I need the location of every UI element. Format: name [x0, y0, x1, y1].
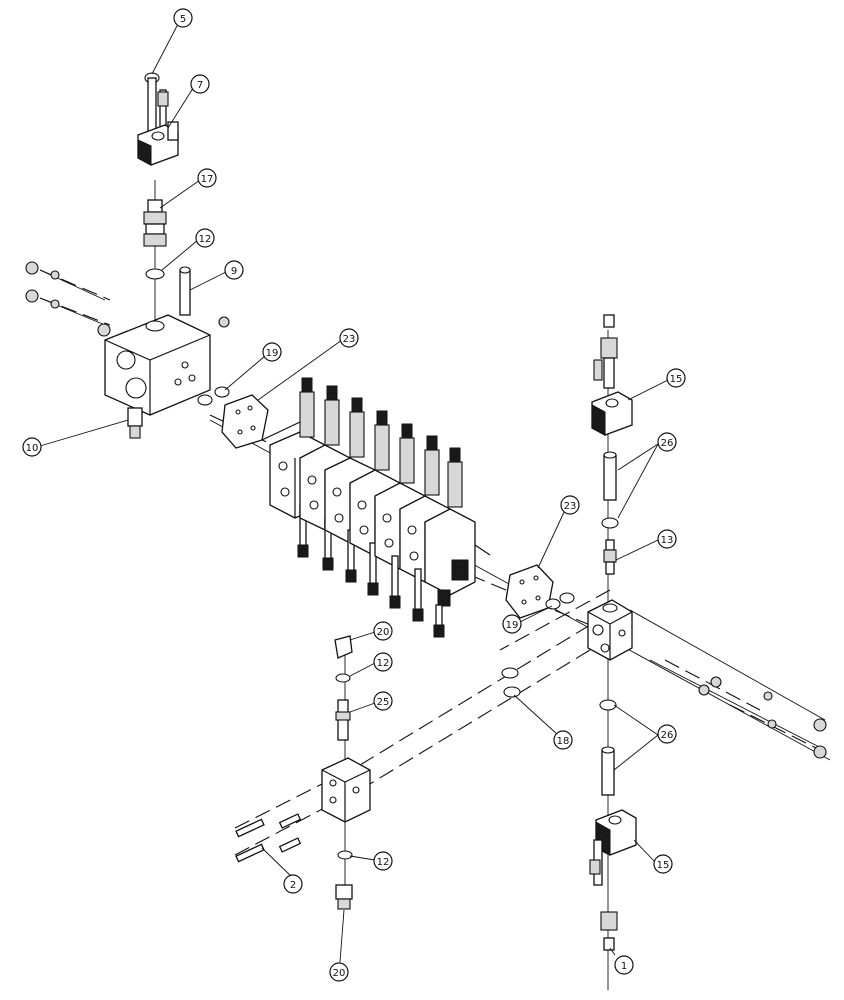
callout-label: 26: [661, 438, 674, 449]
callout-label: 20: [377, 627, 390, 638]
right-stem-26-upper: [601, 451, 619, 529]
callout-18: 18: [553, 730, 573, 750]
callout-label: 19: [506, 620, 519, 631]
left-fasteners: [25, 261, 230, 337]
callout-label: 5: [180, 14, 186, 25]
callout-label: 12: [377, 658, 390, 669]
right-solenoid-bottom: [589, 809, 637, 951]
callout-20-top: 20: [373, 621, 393, 641]
callout-label: 23: [564, 501, 577, 512]
right-fasteners: [501, 667, 827, 759]
callout-23-left: 23: [339, 328, 359, 348]
callout-7: 7: [190, 74, 210, 94]
callout-label: 9: [231, 266, 237, 277]
callout-label: 19: [266, 348, 279, 359]
callout-12-top: 12: [195, 228, 215, 248]
top-solenoid-assembly: [137, 72, 179, 166]
right-manifold-block: [587, 599, 633, 661]
callout-label: 20: [333, 968, 346, 979]
callout-label: 15: [670, 374, 683, 385]
callout-label: 18: [557, 736, 570, 747]
left-seals: [197, 386, 269, 449]
lower-plug-20: [335, 850, 353, 910]
lower-manifold-block: [321, 757, 371, 823]
callout-label: 7: [197, 80, 203, 91]
right-solenoid-top: [591, 314, 633, 436]
callout-label: 25: [377, 697, 390, 708]
callout-17: 17: [197, 168, 217, 188]
callout-9: 9: [224, 260, 244, 280]
left-manifold-block: [104, 314, 211, 439]
callout-1: 1: [614, 955, 634, 975]
callout-10: 10: [22, 437, 42, 457]
o-ring-12-top: [145, 268, 165, 280]
callout-26-bottom: 26: [657, 724, 677, 744]
callout-15-top: 15: [666, 368, 686, 388]
callout-12-mid: 12: [373, 652, 393, 672]
callout-19-right: 19: [502, 614, 522, 634]
callout-20-bottom: 20: [329, 962, 349, 982]
plug-9: [179, 266, 191, 316]
right-seals: [505, 564, 575, 619]
callout-label: 12: [199, 234, 212, 245]
callout-label: 13: [661, 535, 674, 546]
callout-26-top: 26: [657, 432, 677, 452]
callout-label: 15: [657, 860, 670, 871]
callout-label: 12: [377, 857, 390, 868]
callout-label: 23: [343, 334, 356, 345]
callout-label: 17: [201, 174, 214, 185]
callout-5: 5: [173, 8, 193, 28]
lower-fittings: [334, 635, 353, 741]
bolts-2: [235, 813, 302, 863]
valve-end-section: [424, 447, 476, 638]
callout-2: 2: [283, 874, 303, 894]
callout-15-bottom: 15: [653, 854, 673, 874]
callout-label: 1: [621, 961, 627, 972]
callout-25: 25: [373, 691, 393, 711]
leader-lines: [39, 23, 669, 963]
callout-19-left: 19: [262, 342, 282, 362]
callout-12-bottom: 12: [373, 851, 393, 871]
cartridge-valve-17: [143, 199, 167, 247]
callout-13: 13: [657, 529, 677, 549]
callout-label: 10: [26, 443, 39, 454]
callout-label: 26: [661, 730, 674, 741]
callout-23-right: 23: [560, 495, 580, 515]
right-stem-26-lower: [599, 699, 617, 796]
callout-label: 2: [290, 880, 296, 891]
cartridge-13: [603, 539, 617, 575]
valve-stack: [261, 377, 491, 638]
